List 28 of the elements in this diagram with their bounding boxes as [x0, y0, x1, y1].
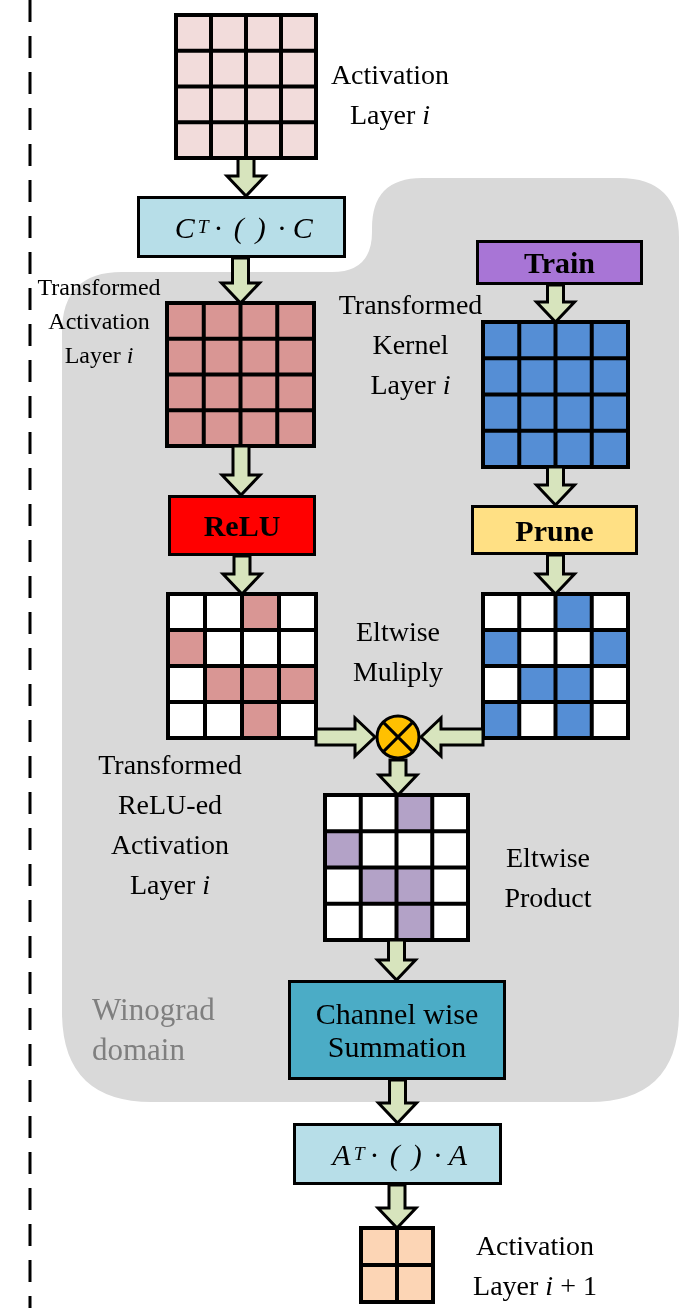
grid-caption: Eltwise Product	[503, 841, 593, 915]
grid-caption: Activation Layer i + 1	[472, 1229, 598, 1303]
grid-caption: Eltwise Muliply	[351, 615, 445, 689]
region-label: Winograd domain	[92, 991, 216, 1069]
block-arrow	[218, 444, 264, 498]
multiply-symbol	[375, 714, 421, 760]
matrix-grid	[176, 15, 316, 158]
block-arrow	[418, 714, 485, 760]
block-arrow	[375, 1078, 420, 1126]
grid-caption: Transformed Activation Layer i	[36, 273, 162, 370]
process-box: ReLU	[168, 495, 316, 556]
transform-box: A$^{T}$ · ( ) · A	[293, 1123, 502, 1185]
grid-caption: Activation Layer i	[329, 58, 451, 132]
matrix-grid	[167, 303, 314, 446]
matrix-grid	[361, 1228, 433, 1302]
matrix-grid	[483, 594, 628, 738]
grid-caption: Transformed Kernel Layer i	[338, 288, 483, 402]
matrix-grid	[168, 594, 316, 738]
grid-caption: Transformed ReLU-ed Activation Layer i	[97, 748, 243, 902]
block-arrow	[374, 938, 419, 983]
block-arrow	[314, 714, 378, 760]
process-box: Prune	[471, 505, 638, 555]
transform-box: C$^{T}$ · ( ) · C	[137, 196, 346, 258]
process-box: Channel wise Summation	[288, 980, 506, 1080]
matrix-grid	[483, 322, 628, 467]
process-box: Train	[476, 240, 643, 285]
block-arrow	[533, 465, 578, 508]
matrix-grid	[325, 795, 468, 940]
